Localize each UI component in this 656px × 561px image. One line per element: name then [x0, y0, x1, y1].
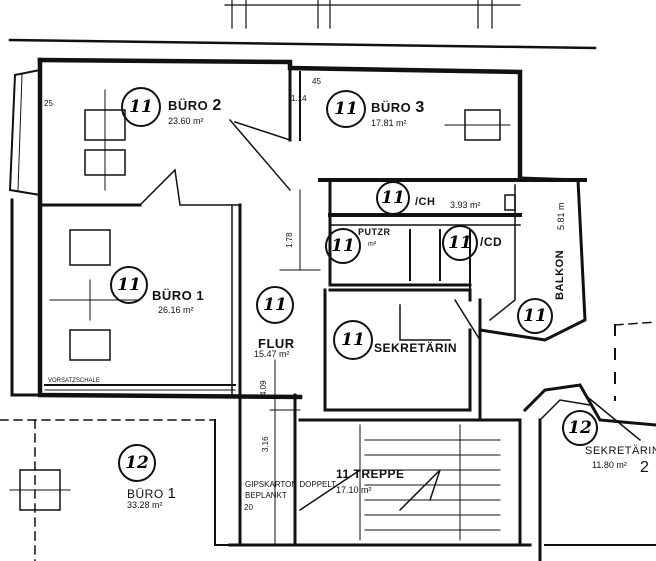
room-name-sekretaerin2: SEKRETÄRIN [585, 445, 656, 457]
room-number: 11 [341, 330, 365, 350]
dimension-label: 25 [44, 99, 53, 108]
room-suffix: 2 [212, 97, 222, 114]
room-number-badge: 11 [517, 298, 553, 334]
room-name: BÜRO [371, 100, 412, 115]
room-number-badge: 11 [442, 225, 478, 261]
room-number-badge: 11 [326, 90, 366, 128]
dimension-label: 4.09 [259, 380, 268, 396]
room-area-buero2: 23.60 m² [168, 116, 204, 126]
room-name: BÜRO [152, 288, 193, 303]
room-name-buero1: BÜRO 1 [152, 289, 204, 302]
room-number-badge: 11 [256, 286, 294, 324]
room-suffix: 1 [167, 485, 177, 502]
room-number: 11 [117, 275, 141, 295]
room-name-sekretaerin: SEKRETÄRIN [374, 341, 458, 355]
room-number-badge: 11 [325, 228, 361, 264]
room-number-badge: 11 [333, 320, 373, 360]
room-number-badge: 11 [110, 266, 148, 304]
wall-note: VORSATZSCHALE [48, 378, 100, 384]
room-name-buero3: BÜRO 3 [371, 100, 425, 116]
room-number: 11 [381, 188, 405, 208]
room-suffix-sekretaerin2: 2 [640, 459, 649, 476]
room-area-buero1: 26.16 m² [158, 305, 194, 315]
room-area-buero3: 17.81 m² [371, 118, 407, 128]
room-area-wc: 3.93 m² [450, 200, 481, 210]
room-number-badge: 12 [118, 444, 156, 482]
room-number-badge: 11 [121, 87, 161, 127]
room-number: 11 [448, 233, 472, 253]
room-name-flur: FLUR [258, 336, 295, 351]
dimension-label: 3.16 [261, 436, 270, 452]
room-name-wcd: /CD [480, 235, 503, 249]
room-name-buero1-12: BÜRO 1 [127, 486, 176, 501]
room-name-putz: PUTZR [358, 227, 391, 237]
room-number: 11 [331, 236, 355, 256]
room-number: 11 [334, 99, 358, 119]
room-suffix: 3 [415, 99, 425, 116]
dimension-label: 45 [312, 77, 321, 86]
drywall-note: BEPLANKT [245, 491, 287, 500]
room-area-buero1-12: 33.28 m² [127, 500, 163, 510]
room-area-treppe: 17.10 m² [336, 485, 372, 495]
room-area-balkon: 5.81 m [556, 202, 566, 230]
room-number: 12 [125, 453, 149, 473]
room-area-flur: 15.47 m² [254, 349, 290, 359]
dimension-label: 1.14 [291, 94, 307, 103]
room-area-putz: m² [368, 241, 377, 248]
room-number: 11 [129, 97, 153, 117]
room-number: 12 [568, 418, 592, 438]
room-suffix: 1 [196, 288, 205, 303]
room-number: 11 [523, 306, 547, 326]
room-name-balkon: BALKON [554, 249, 566, 300]
room-area-sekretaerin2: 11.80 m² [592, 460, 627, 470]
dimension-label: 20 [244, 503, 253, 512]
dimension-label: 1.78 [285, 232, 294, 248]
room-name: BÜRO [127, 487, 164, 501]
room-number: 11 [263, 295, 287, 315]
room-number-badge: 12 [562, 410, 598, 446]
room-name-wc: /CH [415, 196, 436, 208]
drywall-note: GIPSKARTON DOPPELT [245, 480, 337, 489]
room-name-buero2: BÜRO 2 [168, 98, 222, 114]
room-name-treppe: 11 TREPPE [336, 468, 405, 480]
room-prefix: 11 [336, 467, 350, 481]
room-name: BÜRO [168, 98, 209, 113]
room-name: TREPPE [353, 467, 405, 481]
room-number-badge: 11 [376, 181, 410, 215]
